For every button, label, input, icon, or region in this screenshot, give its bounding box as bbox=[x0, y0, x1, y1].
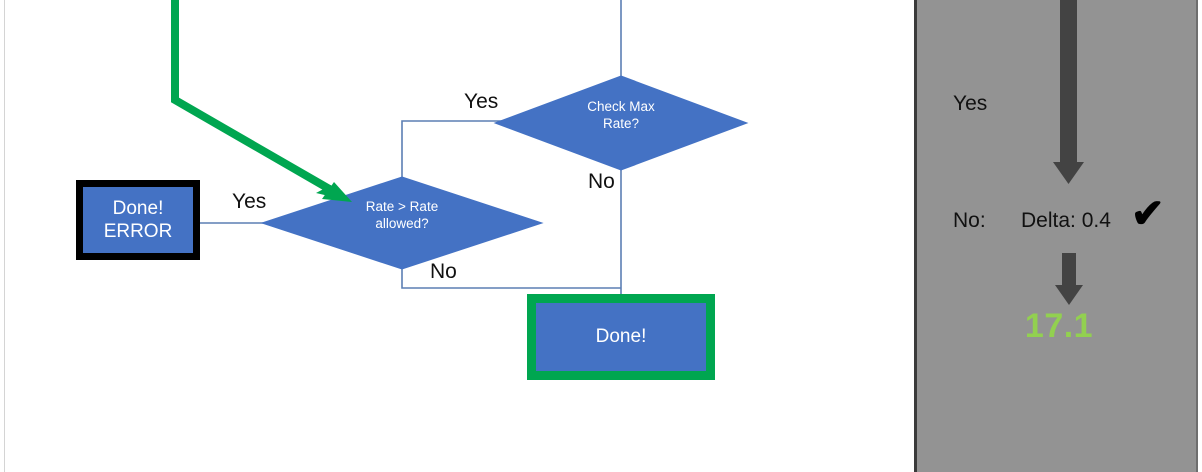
panel-yes-label: Yes bbox=[953, 92, 988, 115]
node-done[interactable]: Done! bbox=[527, 294, 715, 380]
node-done-error[interactable]: Done! ERROR bbox=[76, 180, 200, 260]
node-done-label: Done! bbox=[595, 326, 647, 348]
edge-label-no-from-max-rate: No bbox=[588, 170, 615, 193]
decision-check-max-rate[interactable] bbox=[493, 75, 749, 171]
node-done-error-line2: ERROR bbox=[103, 221, 173, 242]
panel-arrow-top-head-icon bbox=[1053, 162, 1084, 184]
left-margin-rule bbox=[4, 0, 5, 472]
decision-rate-greater-than-allowed[interactable] bbox=[260, 176, 544, 270]
connector-rate-no bbox=[401, 269, 621, 289]
panel-arrow-bottom-head-icon bbox=[1055, 285, 1083, 305]
edge-label-no-from-rate: No bbox=[430, 260, 457, 283]
connector-max-rate-yes bbox=[401, 120, 530, 177]
panel-no-label: No: bbox=[953, 209, 986, 232]
panel-arrow-bottom-shaft bbox=[1062, 253, 1076, 287]
edge-label-yes-from-max-rate: Yes bbox=[464, 90, 499, 113]
panel-result-value: 17.1 bbox=[1024, 307, 1094, 345]
flowchart-canvas: Rate > Rate allowed? Check Max Rate? Don… bbox=[4, 0, 749, 472]
panel-arrow-top-shaft bbox=[1060, 0, 1077, 164]
green-arrowhead-icon bbox=[316, 185, 350, 201]
green-highlight-path bbox=[171, 0, 340, 198]
panel-delta-value: Delta: 0.4 bbox=[1021, 209, 1111, 232]
check-mark-icon: ✔ bbox=[1131, 192, 1165, 236]
panel-arrow-graphics bbox=[1053, 0, 1084, 305]
green-arrowhead-icon-fill bbox=[322, 182, 352, 202]
flowchart-graphics bbox=[171, 0, 749, 294]
node-done-error-line1: Done! bbox=[112, 197, 164, 219]
edge-label-yes-to-error: Yes bbox=[232, 190, 267, 213]
side-panel: Yes No: Delta: 0.4 ✔ 17.1 bbox=[914, 0, 1198, 472]
